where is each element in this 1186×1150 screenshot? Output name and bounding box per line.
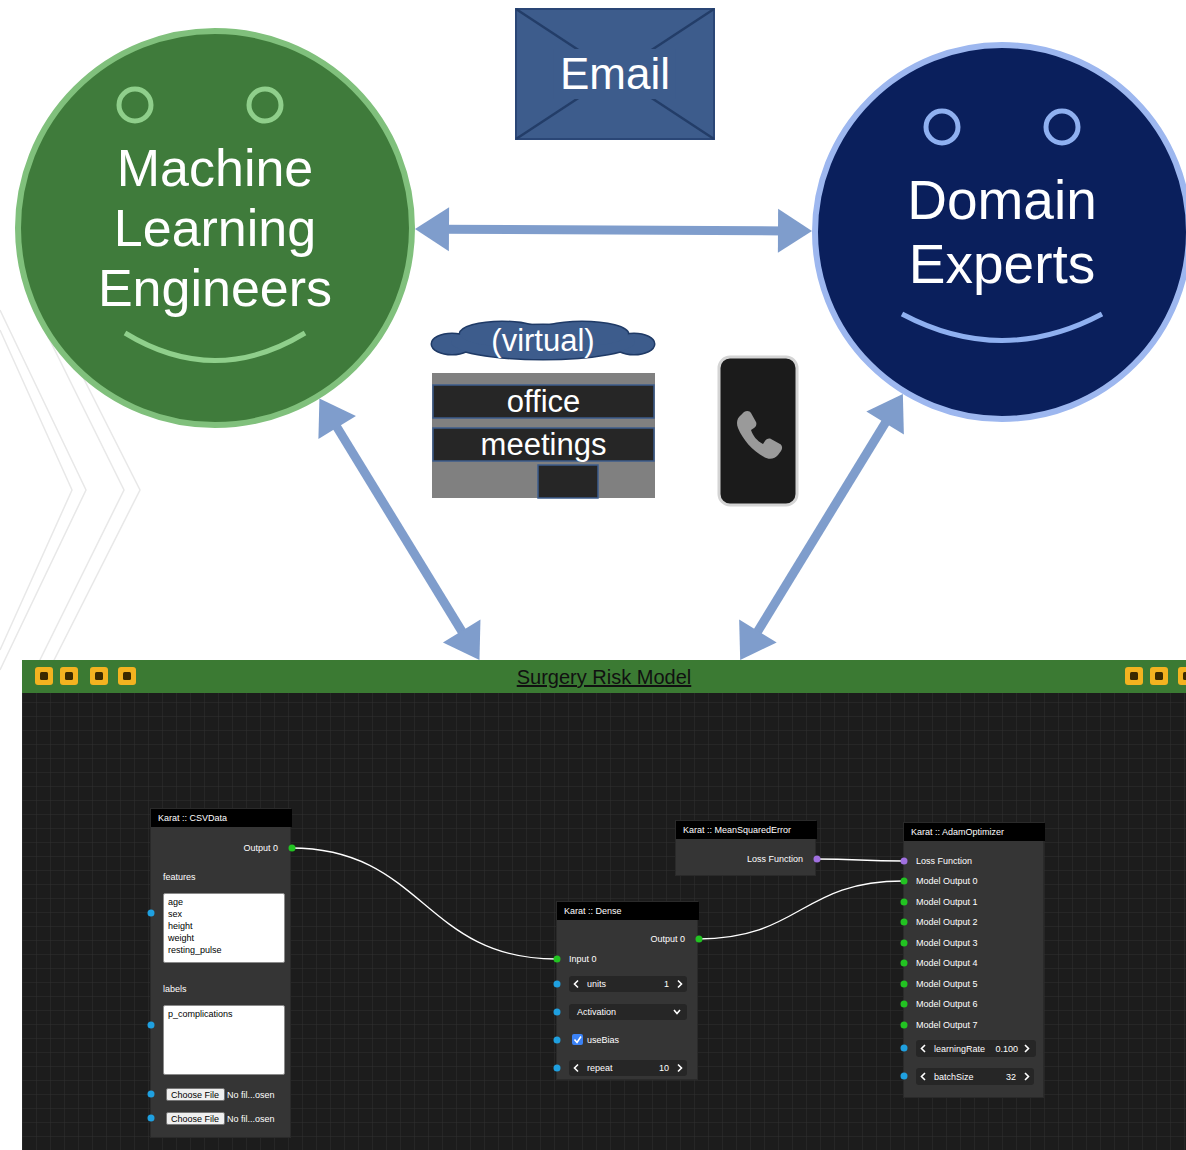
- node-text: Choose File: [171, 1089, 219, 1101]
- cloud-shape: (virtual): [430, 320, 656, 362]
- node-text: resting_pulse: [168, 944, 222, 956]
- node-text: Activation: [577, 1006, 616, 1018]
- node-text: Email: [554, 49, 676, 99]
- file-button: Choose File: [166, 1088, 225, 1101]
- node-text: Karat :: CSVData: [158, 812, 227, 824]
- node-wire: [698, 881, 903, 939]
- node-text: Model Output 4: [916, 957, 978, 969]
- node-text: Surgery Risk Model: [22, 665, 1186, 689]
- double-arrow: [739, 394, 904, 660]
- number-input: learningRate 0.100: [916, 1040, 1036, 1057]
- csv-data-node: Karat :: CSVDataOutput 0featureslabels ag…: [150, 808, 291, 1138]
- node-text: Model Output 1: [916, 896, 978, 908]
- number-input-outline: [569, 1060, 687, 1076]
- node-text: Model Output 5: [916, 978, 978, 990]
- double-arrow: [415, 207, 812, 253]
- node-text: Model Output 7: [916, 1019, 978, 1031]
- node-text: labels: [163, 983, 187, 995]
- node-text: meetings: [432, 428, 655, 461]
- label-list-textarea: p_complications: [163, 1005, 285, 1075]
- number-input: batchSize 32: [916, 1068, 1034, 1085]
- node-text: features: [163, 871, 196, 883]
- email-envelope: Email: [515, 8, 715, 140]
- office-building: office meetings: [432, 373, 655, 498]
- node-text: Model Output 6: [916, 998, 978, 1010]
- number-input: units 1: [569, 976, 687, 992]
- node-text: Model Output 2: [916, 916, 978, 928]
- node-text: 1: [664, 978, 669, 990]
- node-text: (virtual): [491, 324, 594, 358]
- node-wire: [816, 859, 903, 861]
- node-text: Machine Learning Engineers: [65, 138, 365, 318]
- role-circle: Domain Experts: [812, 42, 1186, 422]
- number-input: repeat 10: [569, 1060, 687, 1076]
- node-text: Karat :: Dense: [564, 905, 622, 917]
- loss-node: Karat :: MeanSquaredErrorLoss Function: [675, 820, 816, 876]
- number-input-outline: [569, 976, 687, 992]
- node-text: 0.100: [995, 1043, 1018, 1055]
- node-text: Loss Function: [747, 853, 803, 865]
- node-text: batchSize: [934, 1071, 974, 1083]
- phone-icon: [719, 357, 797, 505]
- node-text: useBias: [587, 1034, 619, 1046]
- file-status-label: No fil...osen: [227, 1089, 275, 1101]
- role-circle: Machine Learning Engineers: [15, 28, 415, 428]
- node-text: Loss Function: [916, 855, 972, 867]
- node-wire: [291, 848, 556, 959]
- node-text: Input 0: [569, 953, 597, 965]
- node-text: units: [587, 978, 606, 990]
- node-text: sex: [168, 908, 182, 920]
- node-text: repeat: [587, 1062, 613, 1074]
- feature-list-textarea: agesexheightweightresting_pulse: [163, 893, 285, 963]
- node-text: age: [168, 896, 183, 908]
- node-text: p_complications: [168, 1008, 233, 1020]
- node-editor-panel: Surgery Risk ModelKarat :: CSVDataOutput…: [22, 660, 1186, 1150]
- node-text: Output 0: [243, 842, 278, 854]
- role-circle-outline: [812, 42, 1186, 422]
- node-text: office: [432, 385, 655, 418]
- activation-dropdown: Activation: [569, 1004, 687, 1020]
- node-text: learningRate: [934, 1043, 985, 1055]
- file-button: Choose File: [166, 1112, 225, 1125]
- node-text: Karat :: MeanSquaredError: [683, 824, 791, 836]
- node-text: Model Output 3: [916, 937, 978, 949]
- optimizer-node: Karat :: AdamOptimizerLoss FunctionModel…: [903, 822, 1044, 1098]
- node-text: Output 0: [650, 933, 685, 945]
- node-text: Model Output 0: [916, 875, 978, 887]
- number-input-outline: [916, 1068, 1034, 1085]
- node-text: height: [168, 920, 193, 932]
- node-text: 10: [659, 1062, 669, 1074]
- node-text: 32: [1006, 1071, 1016, 1083]
- dense-layer-node: Karat :: DenseOutput 0Input 0useBias unit…: [556, 901, 698, 1080]
- node-text: Karat :: AdamOptimizer: [911, 826, 1004, 838]
- node-text: Domain Experts: [852, 168, 1152, 296]
- node-text: weight: [168, 932, 194, 944]
- node-text: Choose File: [171, 1113, 219, 1125]
- file-status-label: No fil...osen: [227, 1113, 275, 1125]
